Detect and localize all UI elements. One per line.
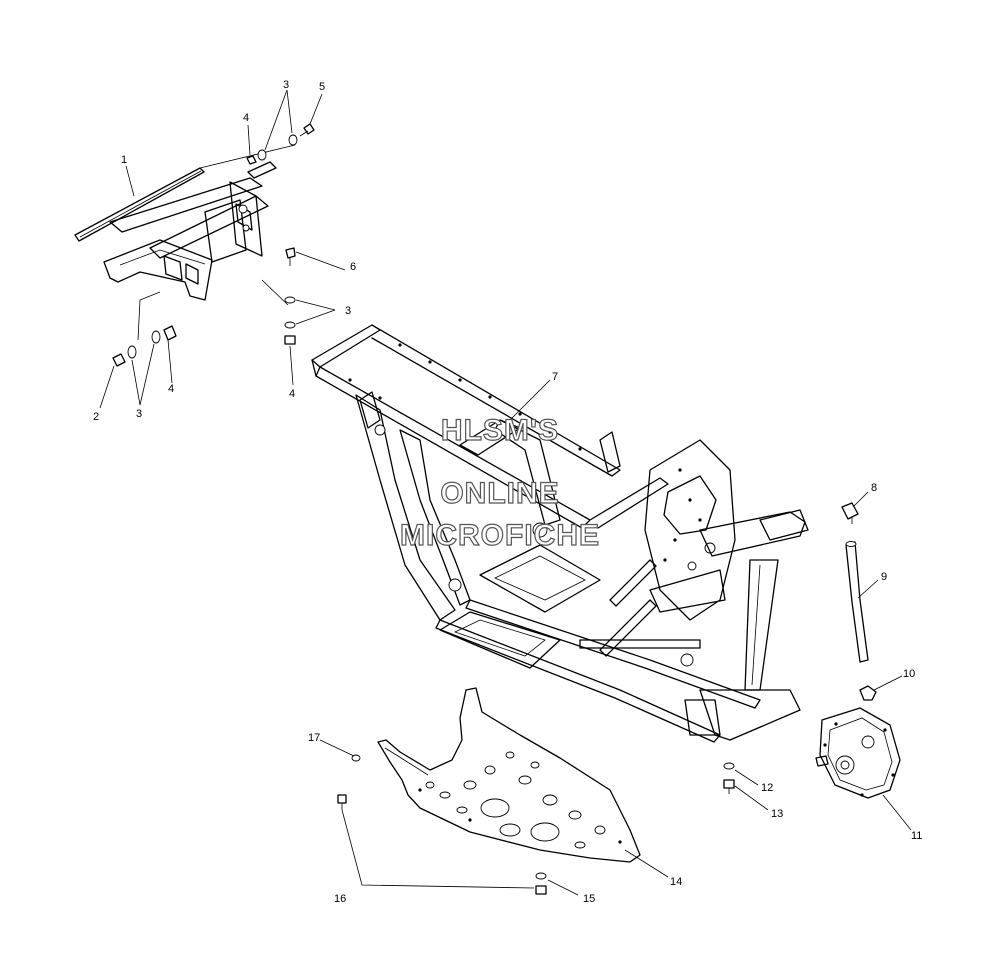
- callout-3-middle: 3: [345, 305, 351, 317]
- callout-5: 5: [319, 81, 325, 93]
- watermark-line-1: HLSM'S: [441, 414, 559, 447]
- callout-3-top: 3: [283, 79, 289, 91]
- callout-16: 16: [334, 893, 346, 905]
- watermark-line-2: ONLINE: [440, 477, 559, 510]
- gearcase-hardware: [723, 762, 735, 794]
- callout-7: 7: [552, 371, 558, 383]
- callout-17: 17: [308, 732, 320, 744]
- vent-hose-assembly: [841, 502, 877, 701]
- front-rack-assembly: [74, 144, 296, 341]
- callout-2: 2: [93, 411, 99, 423]
- callout-8: 8: [871, 482, 877, 494]
- gearcase: [815, 707, 901, 799]
- callout-numbers: 1 2 3 3 3 4 4 4 5 6 7 8 9 10 11 12 13 14…: [93, 79, 922, 905]
- skid-plate: [377, 687, 641, 863]
- callout-10: 10: [903, 668, 915, 680]
- callout-12: 12: [761, 782, 773, 794]
- callout-3-lower: 3: [136, 408, 142, 420]
- watermark-line-3: MICROFICHE: [400, 519, 600, 552]
- callout-9: 9: [881, 571, 887, 583]
- callout-4-top: 4: [243, 112, 249, 124]
- watermark: HLSM'S ONLINE MICROFICHE: [399, 413, 600, 552]
- callout-1: 1: [121, 154, 127, 166]
- rack-hardware: [112, 123, 315, 367]
- main-frame: [311, 324, 809, 743]
- skid-plate-hardware: [337, 754, 547, 895]
- callout-4-middle: 4: [289, 388, 295, 400]
- callout-4-lower: 4: [168, 383, 174, 395]
- callout-13: 13: [771, 808, 783, 820]
- callout-15: 15: [583, 893, 595, 905]
- callout-6: 6: [350, 261, 356, 273]
- callout-11: 11: [911, 830, 922, 842]
- callout-14: 14: [670, 876, 682, 888]
- leader-lines: [99, 89, 912, 896]
